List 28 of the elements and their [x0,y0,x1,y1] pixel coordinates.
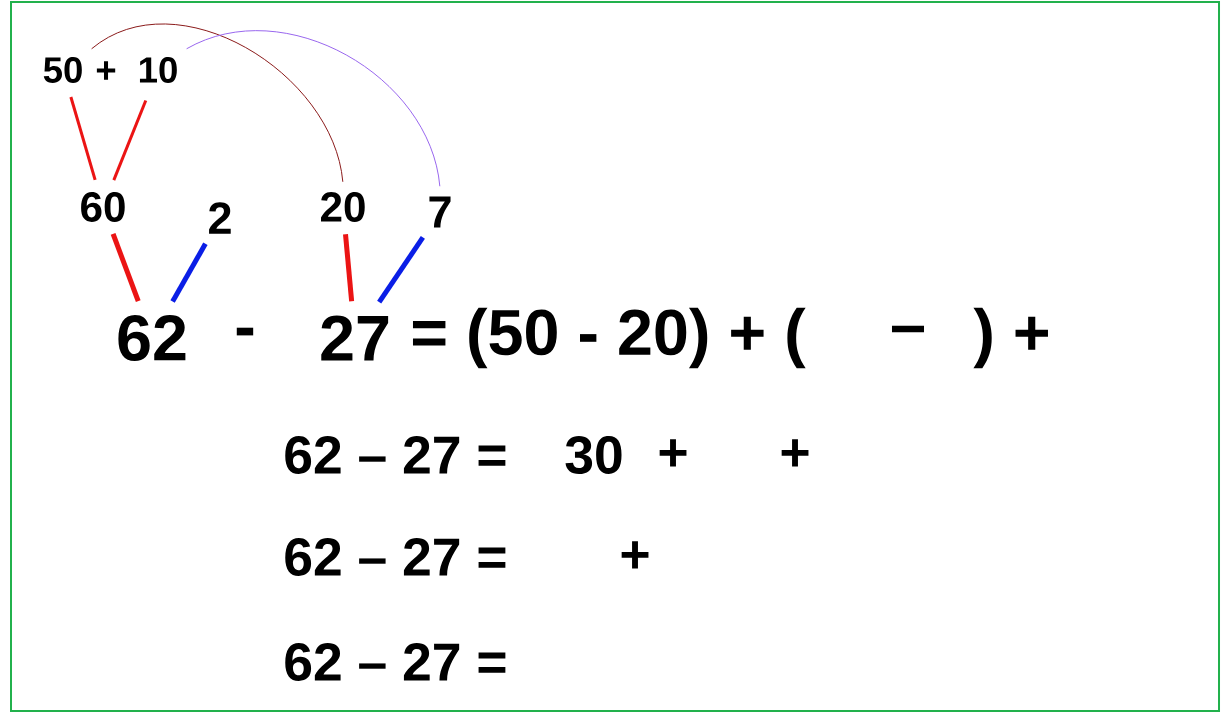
arc-line [186,30,441,187]
arc-line [91,23,344,183]
equation-text: + [621,541,649,569]
connector-line [69,96,97,181]
number: 50 [43,57,82,83]
number: 62 [118,315,186,361]
equation-text: 30 [565,436,622,474]
equation-text: = (50 - 20) + ( [413,307,806,369]
connector-line [377,236,425,304]
number: 20 [321,192,365,222]
equation-text: ) + [973,307,1048,369]
number: 2 [209,202,231,234]
equation-text: + [781,439,809,467]
number: 27 [321,315,389,361]
number: 60 [81,192,125,222]
equation-text: + [96,61,116,80]
equation-text: - [236,327,254,336]
connector-line [112,99,148,181]
equation-text: – [892,325,924,333]
equation-text: 62 – 27 = [285,538,506,576]
equation-text: 62 – 27 = [285,436,506,474]
connector-line [110,233,141,303]
equation-text: + [659,439,687,467]
number: 7 [429,196,451,228]
connector-line [170,242,208,303]
equation-text: 62 – 27 = [285,643,506,681]
number: 10 [139,57,177,83]
connector-line [343,233,355,302]
